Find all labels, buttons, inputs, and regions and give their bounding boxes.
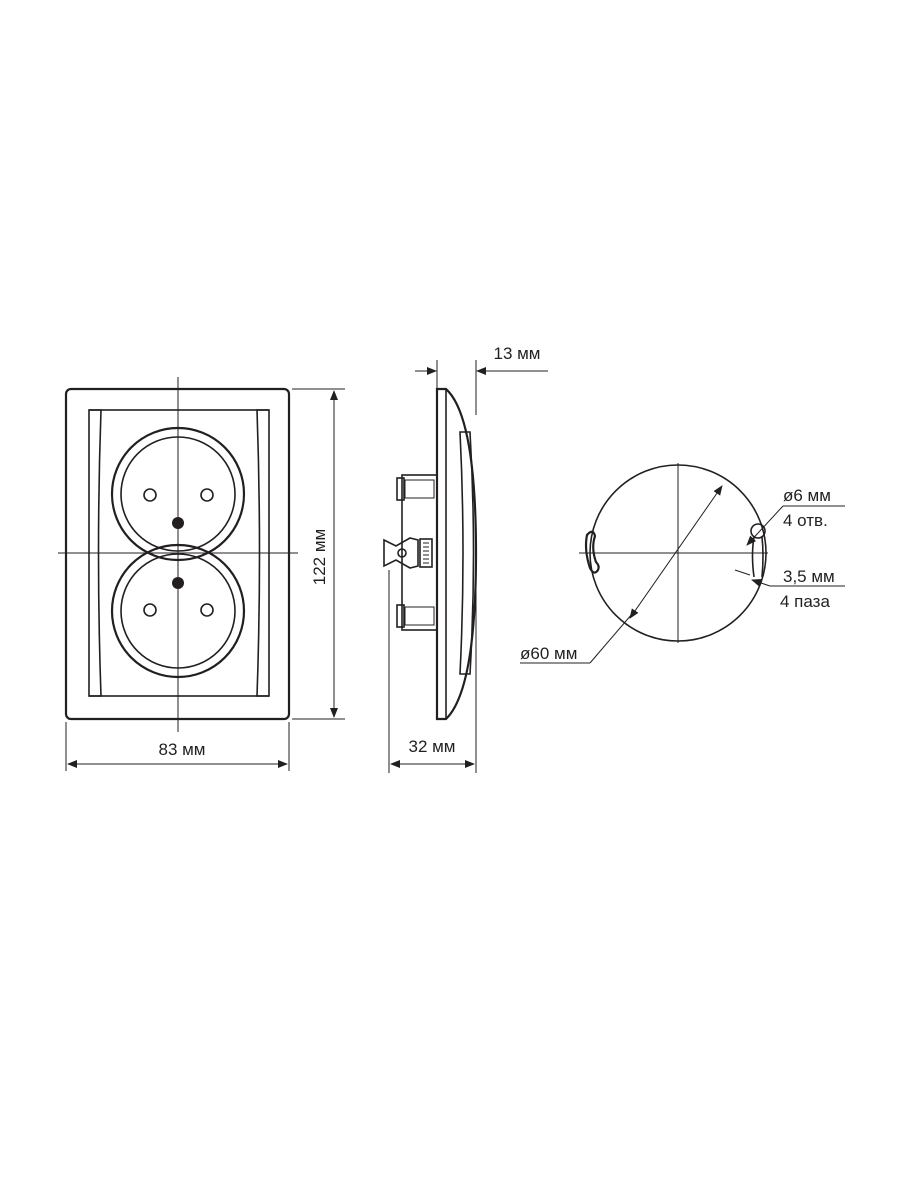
side-view: 32 мм 13 мм — [383, 344, 548, 773]
depth-front-label: 13 мм — [493, 344, 540, 363]
mounting-claw — [383, 537, 419, 569]
mount-diameter-label: ø60 мм — [520, 644, 577, 663]
upper-socket-pin-hole-right — [200, 488, 214, 502]
front-view: 83 мм 122 мм — [58, 377, 345, 771]
depth-total-label: 32 мм — [408, 737, 455, 756]
mount-diameter-line — [629, 485, 723, 619]
lower-socket-pin-hole-left — [143, 603, 157, 617]
mechanism-body — [401, 474, 438, 631]
hole-diameter-label: ø6 мм — [783, 486, 831, 505]
left-slot — [584, 530, 600, 574]
height-label: 122 мм — [310, 529, 329, 585]
slot-width-label: 3,5 мм — [783, 567, 835, 586]
mounting-view: ø60 мм ø6 мм 4 отв. 3,5 мм 4 паза — [520, 463, 845, 664]
hole-count-label: 4 отв. — [783, 511, 828, 530]
cover-profile — [459, 431, 475, 675]
frame-profile — [435, 387, 478, 721]
lower-socket-pin-hole-right — [200, 603, 214, 617]
slot-count-label: 4 паза — [780, 592, 830, 611]
width-label: 83 мм — [158, 740, 205, 759]
upper-socket-pin-hole-left — [143, 488, 157, 502]
